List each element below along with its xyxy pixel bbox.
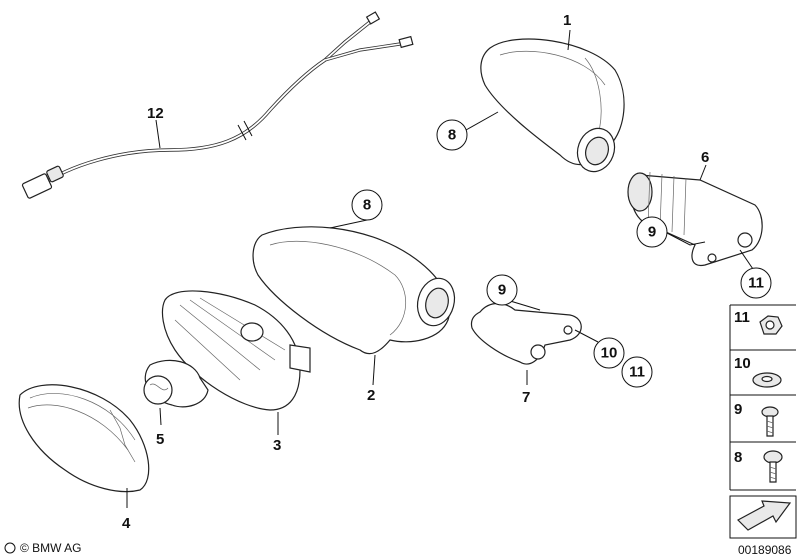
circled-callout-9b: 9 [486,274,518,306]
callout-12: 12 [147,105,164,122]
bulb-5 [143,359,209,408]
legend-row-10: 10 [734,355,782,388]
legend-label-11: 11 [734,309,750,326]
callout-3: 3 [273,437,281,454]
callout-5: 5 [156,431,164,448]
callout-8b: 8 [363,197,371,214]
callout-6: 6 [701,149,709,166]
diagram-number: 00189086 [738,543,792,557]
screw-8-icon [763,450,783,464]
navigation-arrow-icon[interactable] [729,495,797,539]
footer: © BMW AG 00189086 [4,541,792,557]
parts-legend: 11 10 9 8 [729,304,797,539]
housing-2 [252,226,456,355]
callout-10: 10 [601,345,618,362]
circled-callout-10: 10 [593,337,625,369]
callout-7: 7 [522,389,530,406]
bmw-roundel-icon [4,542,16,554]
leader-lines [126,29,756,508]
copyright-text: © BMW AG [20,541,82,555]
callout-9a: 9 [648,224,656,241]
callout-11b: 11 [629,364,645,381]
circled-callout-8b: 8 [351,189,383,221]
indicator-housing-1 [480,38,625,173]
callout-1: 1 [563,12,571,29]
callout-8a: 8 [448,127,456,144]
callout-9b: 9 [498,282,506,299]
bracket-6 [627,171,763,267]
small-bracket-7 [470,302,582,365]
circled-callout-11b: 11 [621,356,653,388]
legend-row-11: 11 [734,309,783,335]
callout-11a: 11 [748,275,764,292]
wiring-harness-12 [21,11,414,199]
legend-row-9: 9 [734,401,779,437]
legend-label-8: 8 [734,449,742,466]
legend-label-9: 9 [734,401,742,418]
circled-callout-11a: 11 [740,267,772,299]
legend-row-8: 8 [734,449,783,483]
legend-label-10: 10 [734,355,751,372]
callout-4: 4 [122,515,131,532]
circled-callout-8a: 8 [436,119,468,151]
callout-2: 2 [367,387,375,404]
reflector-3 [161,290,311,411]
circled-callout-9a: 9 [636,216,668,248]
outer-lens-4 [18,384,150,493]
